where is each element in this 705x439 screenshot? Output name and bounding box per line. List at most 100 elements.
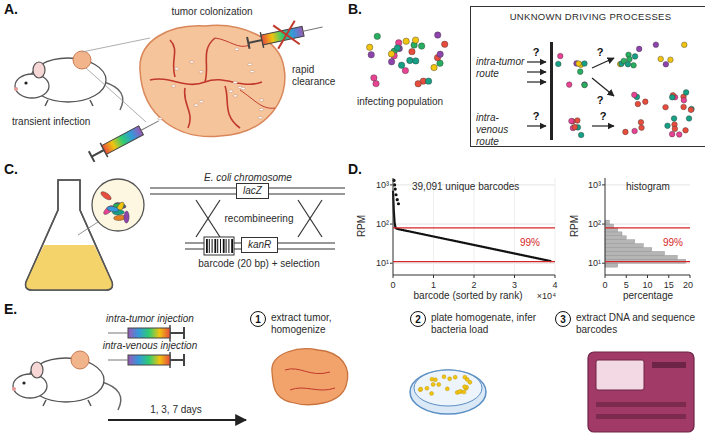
- cluster-dots-part: [683, 127, 689, 133]
- petri-dish-part: [410, 370, 486, 414]
- question-mark: ?: [533, 46, 540, 58]
- annotation: transient infection: [12, 116, 90, 128]
- step-circle: 3: [555, 311, 571, 327]
- gene-name: lacZ: [243, 185, 262, 197]
- cluster-dots-part: [569, 118, 575, 124]
- sequencer-part: [596, 360, 644, 390]
- petri-dish-part-part: [419, 387, 423, 391]
- tick-label: 20: [683, 279, 693, 291]
- cluster-dots-part: [577, 69, 583, 75]
- chromosome-part: [196, 200, 220, 237]
- tumor-part-part: [199, 100, 203, 102]
- barrier: [550, 42, 553, 140]
- cluster-dots-part: [627, 56, 633, 62]
- population-dots-part: [388, 59, 394, 65]
- step-number: 1: [255, 314, 261, 325]
- routes-part: [592, 125, 614, 126]
- tick-label: ×10⁴: [537, 290, 556, 302]
- barcode-stripes-part: [209, 239, 210, 253]
- cluster-dots-part: [683, 90, 689, 96]
- barcode-stripes-part: [223, 239, 225, 253]
- injection-label: intra-venous injection: [103, 340, 198, 352]
- sequencer-part: [596, 402, 686, 407]
- rank-plots-part: [605, 227, 690, 228]
- petri-dish-part: [418, 375, 472, 396]
- syringe-out-part: [273, 21, 300, 49]
- homogenate-part: [285, 369, 335, 390]
- cluster-dots-part: [639, 125, 645, 131]
- gene-box: lacZ: [236, 183, 269, 199]
- rank-plots-part: [605, 244, 643, 248]
- petri-dish-part-part: [442, 375, 446, 379]
- population-dots-part: [431, 64, 437, 70]
- rank-plots-part: [394, 188, 397, 191]
- rank-plots-part: [555, 178, 556, 275]
- routes-part: [527, 61, 546, 62]
- cluster-dots-part: [582, 61, 588, 67]
- step-circle: 1: [250, 311, 266, 327]
- rank-plots-part: [393, 178, 555, 275]
- sequencer-part: [596, 414, 686, 419]
- frame-heading: UNKNOWN DRIVING PROCESSES: [471, 7, 705, 22]
- routes-part: [592, 58, 614, 68]
- annotation: tumor colonization: [171, 6, 252, 18]
- step-number: 3: [560, 314, 566, 325]
- step-circle: 2: [410, 311, 426, 327]
- annotation: recombineering: [225, 213, 294, 225]
- population-dots-part: [403, 38, 409, 44]
- rank-plots: [390, 178, 690, 278]
- barcode-stripes-part: [231, 239, 233, 253]
- barcode-stripes-part: [226, 239, 227, 253]
- panel-letter: C.: [4, 163, 18, 175]
- tick-label: 10¹: [376, 257, 389, 269]
- tumor-part-part: [229, 90, 233, 92]
- tumor-part-part: [233, 95, 237, 97]
- syringe-in: [88, 114, 163, 164]
- petri-dish-part-part: [453, 375, 457, 379]
- cluster-dots-part: [669, 95, 675, 101]
- flask-part: [92, 179, 144, 231]
- cluster-dots-part: [575, 118, 581, 124]
- axis-title: barcode (sorted by rank): [414, 290, 523, 302]
- rank-plots-part: [605, 228, 618, 232]
- sequencer-part: [652, 362, 686, 368]
- tumor-part: [158, 48, 264, 120]
- tumor-part-part: [241, 87, 245, 89]
- tick-label: 2: [471, 279, 476, 291]
- petri-dish-part-part: [457, 390, 461, 394]
- petri-dish-part-part: [425, 386, 429, 390]
- injection-label: intra-tumor injection: [106, 313, 194, 325]
- petri-dish-part-part: [448, 377, 452, 381]
- rank-plots-part: [393, 261, 555, 262]
- population-dots-part: [441, 41, 447, 47]
- mouse-e-part: [12, 351, 121, 410]
- percentile-label: 99%: [663, 237, 683, 249]
- tick-label: 3: [512, 279, 517, 291]
- population-dots-part: [425, 78, 431, 84]
- cluster-dots-part: [658, 56, 664, 62]
- rank-plots-part: [605, 240, 635, 244]
- cluster-dots-part: [663, 61, 669, 67]
- tumor-part-part: [248, 63, 252, 65]
- tick-label: 10¹: [588, 257, 601, 269]
- flask: [26, 179, 144, 290]
- route-label: intra-tumor route: [476, 56, 526, 80]
- petri-dish: [410, 370, 486, 414]
- tick-label: 15: [664, 279, 674, 291]
- tumor-part-part: [258, 116, 262, 118]
- population-dots-part: [368, 52, 374, 58]
- rank-plots-part: [433, 178, 434, 275]
- cluster-dots-part: [681, 97, 687, 103]
- population-dots-part: [394, 45, 400, 51]
- barcode-stripes: [204, 237, 234, 255]
- axis-title: RPM: [569, 215, 581, 237]
- petri-dish-part-part: [431, 382, 435, 386]
- gene-name: kanR: [248, 239, 271, 251]
- annotation: barcode (20 bp) + selection: [198, 258, 319, 270]
- time-label: 1, 3, 7 days: [150, 404, 202, 416]
- mouse-a-part: [14, 51, 123, 110]
- tick-label: 4: [552, 279, 557, 291]
- tumor-part-part: [250, 70, 254, 72]
- petri-dish-part-part: [418, 388, 422, 392]
